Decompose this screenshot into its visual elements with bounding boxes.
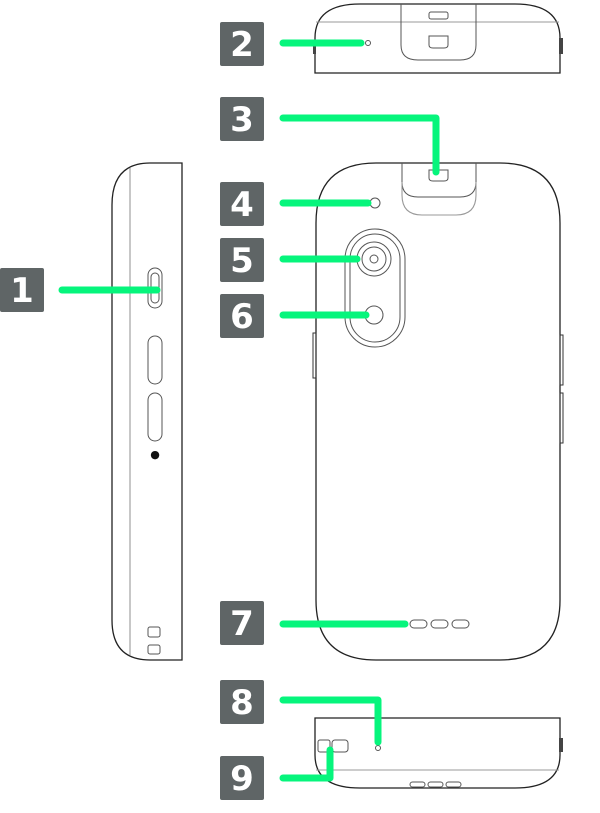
volume-down-button bbox=[147, 392, 163, 442]
callout-badge-2: 2 bbox=[220, 22, 264, 66]
callout-badge-3: 3 bbox=[220, 97, 264, 141]
leader-3 bbox=[279, 114, 440, 176]
svg-text:4: 4 bbox=[230, 185, 254, 225]
callout-badge-8: 8 bbox=[220, 680, 264, 724]
bottom-mic-hole bbox=[375, 745, 381, 751]
phone-bottom-view bbox=[314, 717, 563, 789]
callout-badge-9: 9 bbox=[220, 756, 264, 800]
svg-text:5: 5 bbox=[230, 241, 254, 281]
side-key-icon: ● bbox=[150, 448, 160, 461]
volume-up-button bbox=[147, 335, 163, 385]
svg-text:7: 7 bbox=[230, 604, 254, 644]
usb-port bbox=[331, 739, 349, 753]
speaker-grille bbox=[409, 619, 470, 629]
callout-badge-4: 4 bbox=[220, 182, 264, 226]
callout-badge-5: 5 bbox=[220, 238, 264, 282]
svg-text:1: 1 bbox=[10, 271, 34, 311]
svg-text:6: 6 bbox=[230, 297, 254, 337]
microphone-hole bbox=[365, 40, 371, 46]
callout-badge-7: 7 bbox=[220, 601, 264, 645]
svg-text:2: 2 bbox=[230, 25, 254, 65]
svg-text:9: 9 bbox=[230, 759, 254, 799]
svg-text:8: 8 bbox=[230, 683, 254, 723]
leader-9 bbox=[279, 746, 334, 782]
phone-side-view: ● bbox=[111, 162, 183, 661]
phone-top-view bbox=[313, 3, 563, 74]
svg-text:3: 3 bbox=[230, 100, 254, 140]
callout-badge-1: 1 bbox=[0, 268, 44, 312]
callout-badge-6: 6 bbox=[220, 294, 264, 338]
phone-back-view bbox=[312, 162, 564, 661]
leader-8 bbox=[279, 696, 382, 746]
rear-camera bbox=[356, 241, 392, 277]
